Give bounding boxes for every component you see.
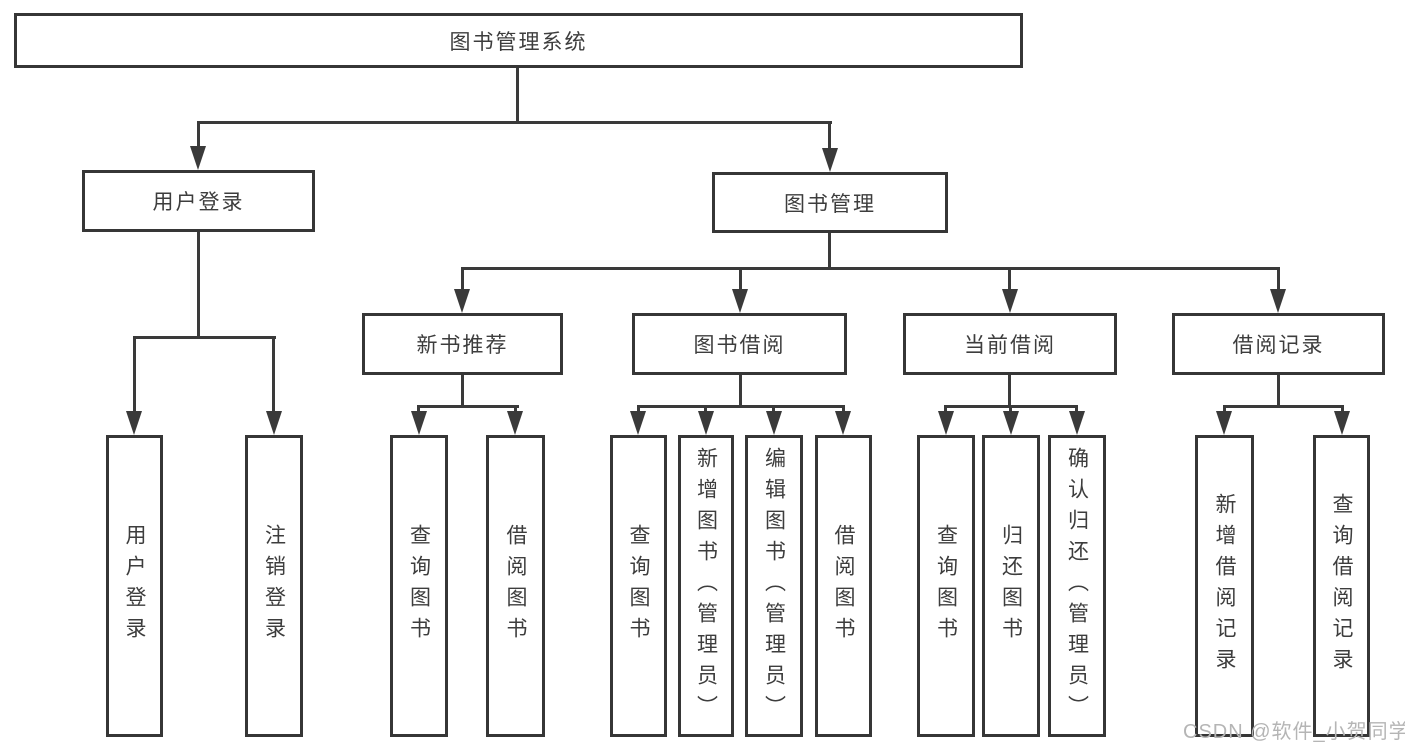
connector-line — [461, 267, 464, 292]
connector-line — [1009, 405, 1012, 415]
arrow-down-icon — [1002, 289, 1018, 313]
arrow-down-icon — [822, 148, 838, 172]
connector-line — [944, 405, 947, 415]
arrow-down-icon — [1270, 289, 1286, 313]
connector-line — [1008, 375, 1011, 408]
connector-line — [1008, 267, 1011, 292]
connector-line — [197, 121, 832, 124]
connector-line — [828, 121, 831, 151]
arrow-down-icon — [454, 289, 470, 313]
connector-line — [1341, 405, 1344, 415]
connector-line — [1277, 267, 1280, 292]
connector-line — [272, 336, 275, 412]
leaf-query-books-borrow: 查询图书 — [610, 435, 667, 737]
arrow-down-icon — [411, 411, 427, 435]
connector-line — [461, 375, 464, 408]
arrow-down-icon — [266, 411, 282, 435]
leaf-borrow-books-recommend: 借阅图书 — [486, 435, 545, 737]
arrow-down-icon — [1003, 411, 1019, 435]
connector-line — [637, 405, 845, 408]
leaf-confirm-return-admin: 确认归还（管理员） — [1048, 435, 1106, 737]
connector-line — [1223, 405, 1344, 408]
node-new-book-recommendation: 新书推荐 — [362, 313, 563, 375]
arrow-down-icon — [766, 411, 782, 435]
leaf-borrow-books: 借阅图书 — [815, 435, 872, 737]
connector-line — [514, 405, 517, 415]
arrow-down-icon — [938, 411, 954, 435]
leaf-user-login: 用户登录 — [106, 435, 163, 737]
node-user-login: 用户登录 — [82, 170, 315, 232]
connector-line — [133, 336, 276, 339]
arrow-down-icon — [1069, 411, 1085, 435]
node-book-management: 图书管理 — [712, 172, 948, 233]
arrow-down-icon — [507, 411, 523, 435]
connector-line — [772, 405, 775, 415]
arrow-down-icon — [698, 411, 714, 435]
leaf-query-books-current: 查询图书 — [917, 435, 975, 737]
leaf-logout: 注销登录 — [245, 435, 303, 737]
arrow-down-icon — [1216, 411, 1232, 435]
connector-line — [739, 375, 742, 408]
connector-line — [637, 405, 640, 415]
leaf-query-books-recommend: 查询图书 — [390, 435, 448, 737]
connector-line — [704, 405, 707, 415]
connector-line — [842, 405, 845, 415]
csdn-watermark: CSDN @软件_小贺同学 — [1183, 721, 1405, 743]
connector-line — [133, 336, 136, 412]
connector-line — [828, 233, 831, 270]
node-root-system: 图书管理系统 — [14, 13, 1023, 68]
connector-line — [1277, 375, 1280, 408]
connector-line — [197, 232, 200, 339]
connector-line — [739, 267, 742, 292]
arrow-down-icon — [1334, 411, 1350, 435]
connector-line — [516, 68, 519, 124]
connector-line — [461, 267, 1280, 270]
arrow-down-icon — [630, 411, 646, 435]
connector-line — [197, 121, 200, 149]
connector-line — [1075, 405, 1078, 415]
leaf-edit-books-admin: 编辑图书（管理员） — [745, 435, 803, 737]
leaf-add-books-admin: 新增图书（管理员） — [678, 435, 734, 737]
node-book-borrowing: 图书借阅 — [632, 313, 847, 375]
connector-line — [417, 405, 519, 408]
node-borrowing-records: 借阅记录 — [1172, 313, 1385, 375]
leaf-add-borrow-record: 新增借阅记录 — [1195, 435, 1254, 737]
connector-line — [417, 405, 420, 415]
arrow-down-icon — [126, 411, 142, 435]
leaf-return-books: 归还图书 — [982, 435, 1040, 737]
arrow-down-icon — [190, 146, 206, 170]
arrow-down-icon — [835, 411, 851, 435]
connector-line — [1223, 405, 1226, 415]
arrow-down-icon — [732, 289, 748, 313]
leaf-query-borrow-record: 查询借阅记录 — [1313, 435, 1370, 737]
node-current-borrowing: 当前借阅 — [903, 313, 1117, 375]
